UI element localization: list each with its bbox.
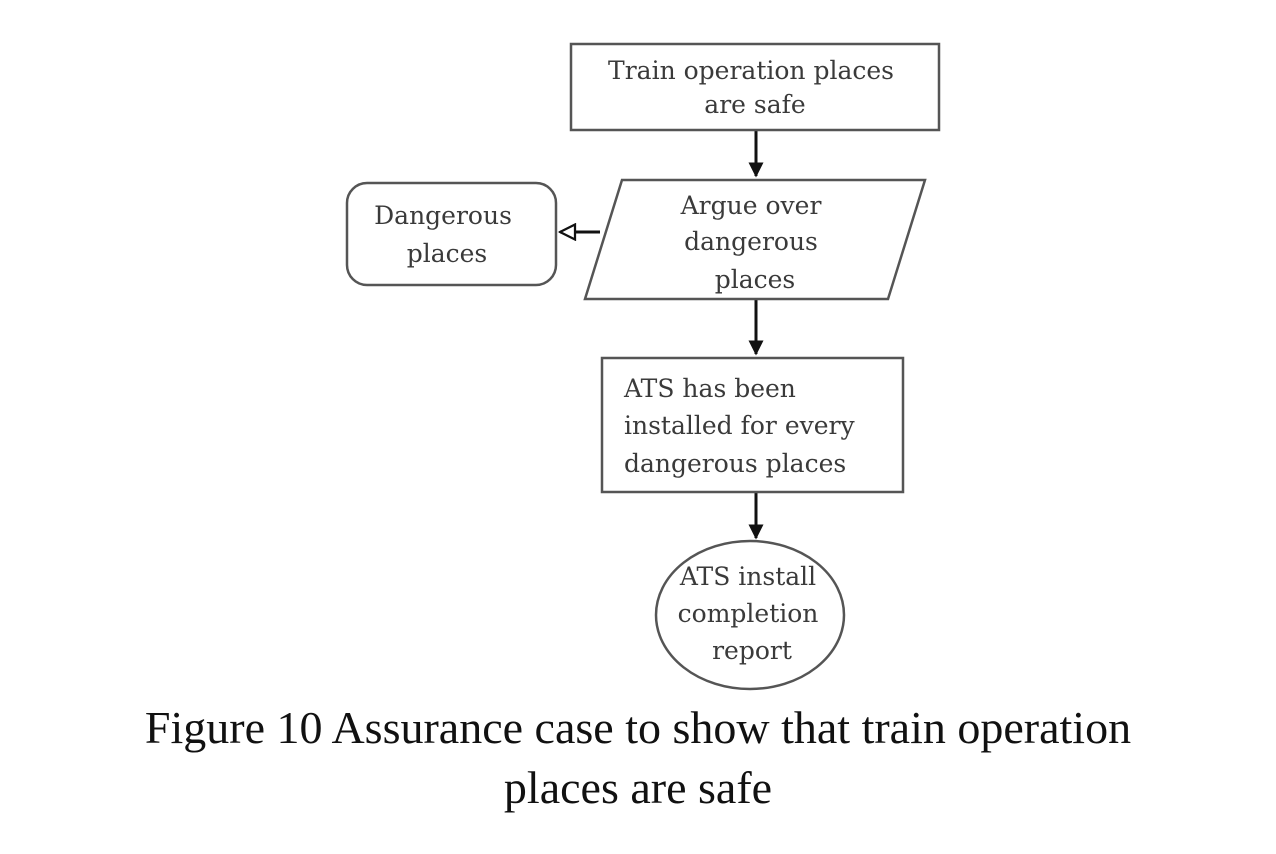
- solution-line-1: ATS install: [679, 562, 816, 591]
- svg-text:ATS has been installed f: ATS has been installed for every dangero…: [623, 374, 863, 478]
- assurance-case-diagram: Train operation places are safe Dangerou…: [345, 42, 941, 691]
- solution-line-2: completion: [678, 599, 819, 628]
- goal-sub-line-1: ATS has been: [623, 374, 796, 403]
- context-line-1: Dangerous: [374, 201, 512, 230]
- figure-caption-line-1: Figure 10 Assurance case to show that tr…: [144, 702, 1132, 753]
- strategy-line-2: dangerous: [684, 227, 818, 256]
- solution-line-3: report: [712, 636, 792, 665]
- goal-top-line-1: Train operation places: [608, 56, 894, 85]
- context-line-2: places: [407, 239, 488, 268]
- strategy-line-3: places: [715, 265, 796, 294]
- svg-text:Dangerous places: Dangerous places: [374, 201, 520, 268]
- goal-sub-line-2: installed for every: [624, 411, 855, 440]
- goal-top-line-2: are safe: [704, 90, 805, 119]
- goal-ats-installed: ATS has been installed for every dangero…: [600, 356, 905, 494]
- figure-caption-line-2: places are safe: [503, 762, 773, 813]
- svg-text:ATS install completion: ATS install completion report: [678, 562, 827, 665]
- goal-sub-line-3: dangerous places: [624, 449, 846, 478]
- svg-text:Train operation places a: Train operation places are safe: [608, 56, 902, 119]
- solution-ats-install-completion-report: ATS install completion report: [654, 539, 846, 691]
- strategy-argue-over-dangerous-places: Argue over dangerous places: [583, 178, 927, 301]
- svg-text:Argue over dangerous: Argue over dangerous places: [680, 191, 830, 294]
- strategy-line-1: Argue over: [680, 191, 822, 220]
- goal-train-operation-places-safe: Train operation places are safe: [569, 42, 941, 132]
- context-dangerous-places: Dangerous places: [345, 181, 558, 287]
